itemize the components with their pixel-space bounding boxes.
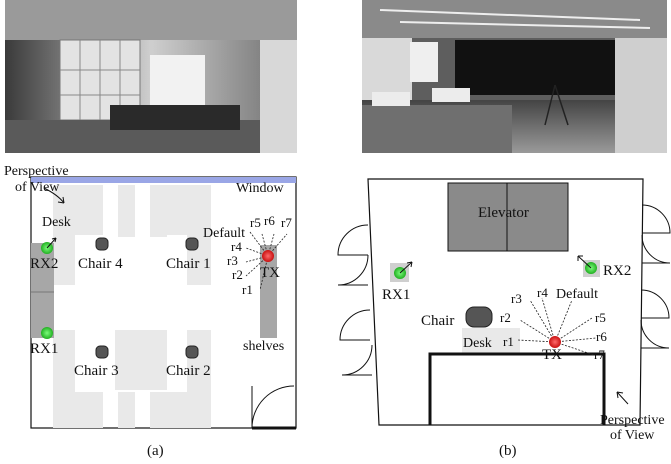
right-shelf-a — [260, 245, 277, 338]
caption-b: (b) — [499, 443, 517, 459]
chair-label-b: Chair — [421, 313, 454, 329]
photo-hall-room — [362, 0, 667, 153]
ray-label-r3-b: r3 — [511, 291, 522, 306]
ray-label-r7-a: r7 — [281, 215, 292, 230]
perspective-label-b-line2: of View — [610, 428, 655, 443]
chair-label: Chair 2 — [166, 363, 211, 379]
perspective-label-b-line1: Perspective — [600, 413, 665, 428]
chair-icon — [185, 345, 199, 359]
ray-label-r6-b: r6 — [596, 329, 607, 344]
desk-block-b — [462, 328, 520, 354]
photo-office-room — [5, 0, 297, 153]
ray-label-r3-a: r3 — [227, 253, 238, 268]
tx-label-b: TX — [542, 347, 562, 363]
chair-icon — [185, 237, 199, 251]
chair-icons-a — [95, 237, 199, 359]
ray-label-r4-b: r4 — [537, 285, 548, 300]
elevator-label: Elevator — [478, 205, 529, 221]
ray-label-r1-b: r1 — [503, 334, 514, 349]
doors-b — [337, 204, 671, 376]
ray-label-r4-a: r4 — [231, 239, 242, 254]
elevator-block — [447, 182, 569, 252]
desk-label-a: Desk — [42, 215, 71, 230]
chair-label: Chair 4 — [78, 256, 123, 272]
ray-label-r7-b: r7 — [594, 347, 605, 362]
window-label: Window — [236, 181, 285, 196]
chair-label: Chair 3 — [74, 363, 119, 379]
tx-label-a: TX — [260, 265, 280, 281]
ray-label-r1-a: r1 — [242, 282, 253, 297]
chair-icon — [95, 345, 109, 359]
ray-label-r5-b: r5 — [595, 310, 606, 325]
perspective-label-a-line1: Perspective — [4, 164, 69, 179]
perspective-label-a-line2: of View — [15, 180, 60, 195]
tx-marker-b — [549, 336, 561, 348]
rx1-label-b: RX1 — [382, 287, 410, 303]
perspective-arrow-b — [616, 391, 629, 405]
chair-label: Chair 1 — [166, 256, 211, 272]
rx1-label-a: RX1 — [30, 341, 58, 357]
window-strip — [31, 177, 296, 183]
desk-blocks-a — [53, 185, 211, 428]
perspective-arrow-a — [43, 187, 65, 204]
room-outline-b — [367, 178, 644, 426]
ray-label-default-a: Default — [203, 226, 245, 241]
ray-label-r2-a: r2 — [232, 267, 243, 282]
rx2-label-b: RX2 — [603, 263, 631, 279]
door-a — [251, 385, 296, 430]
table-outline-b — [428, 352, 606, 425]
ray-label-default-b: Default — [556, 287, 598, 302]
chair-icon — [95, 237, 109, 251]
rx2-label-a: RX2 — [30, 256, 58, 272]
chair-icon-b — [465, 306, 493, 328]
ray-label-r5-a: r5 — [250, 215, 261, 230]
rx1-marker — [41, 327, 53, 339]
floorplan-a — [30, 176, 297, 430]
tx-marker-a — [262, 250, 274, 262]
caption-a: (a) — [147, 443, 164, 459]
desk-label-b: Desk — [463, 336, 492, 351]
tx-rays-b — [517, 297, 597, 356]
ray-label-r6-a: r6 — [264, 213, 275, 228]
shelves-label: shelves — [243, 339, 284, 354]
left-shelf-a — [31, 243, 54, 338]
ray-label-r2-b: r2 — [500, 310, 511, 325]
floorplan-b — [337, 178, 671, 426]
